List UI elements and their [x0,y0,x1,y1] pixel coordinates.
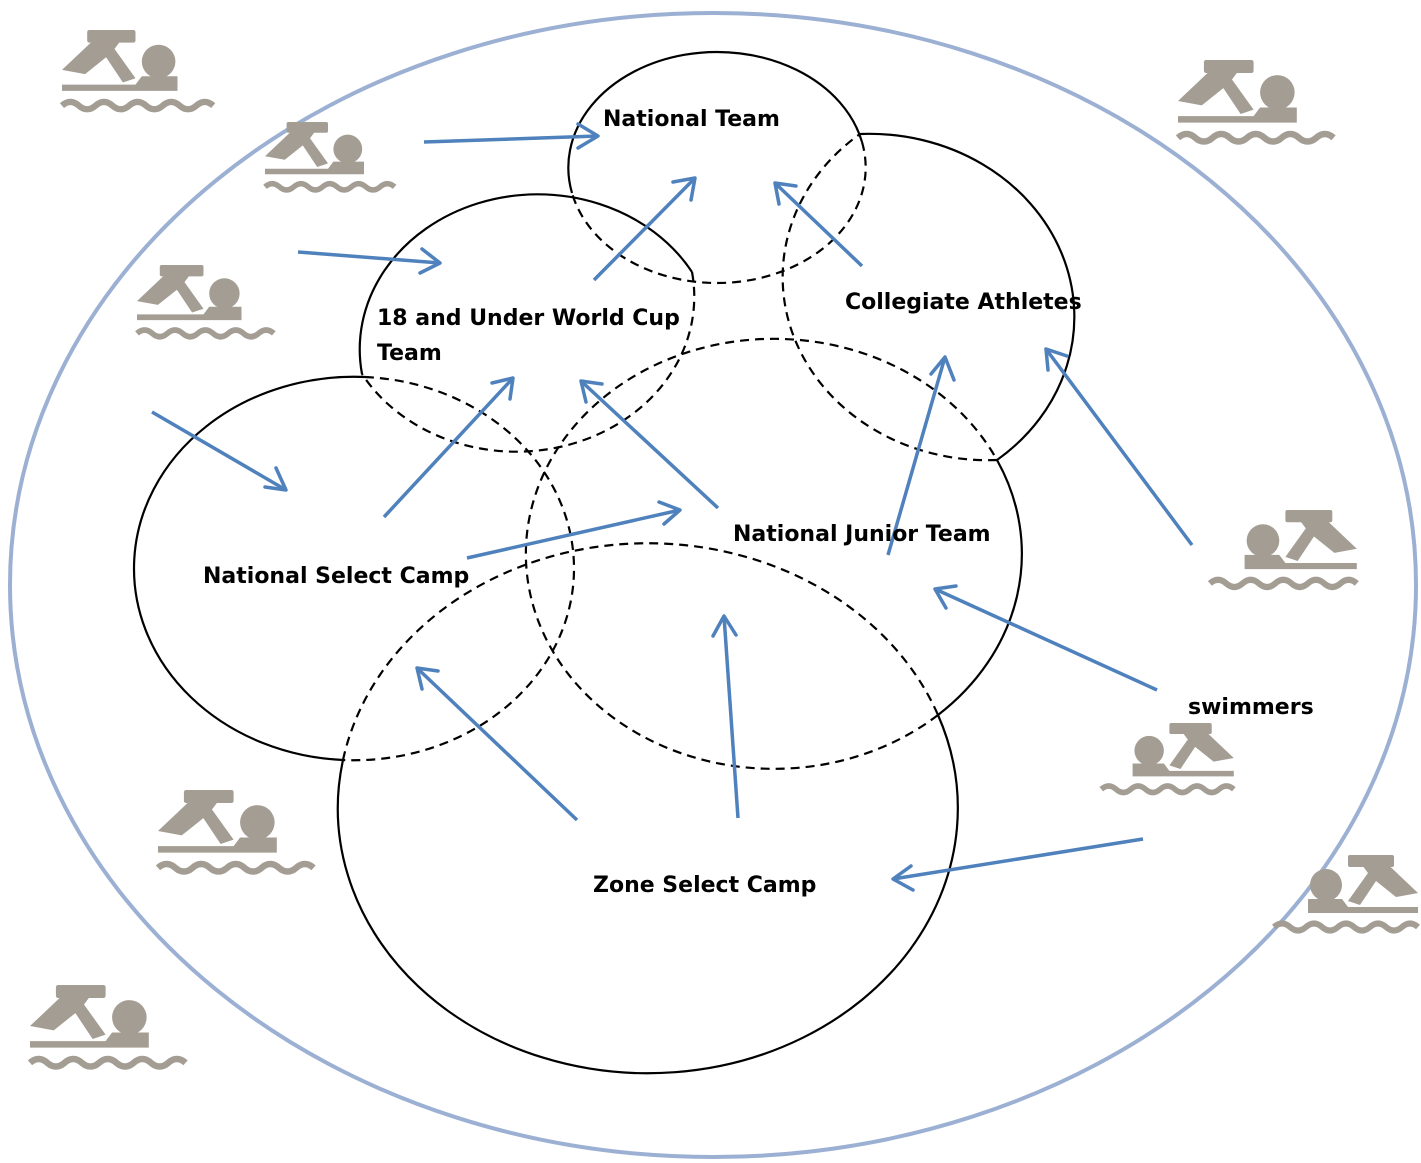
arrow [592,176,697,282]
label-collegiate: Collegiate Athletes [845,290,1082,315]
swimmer-icons [30,30,1418,1067]
national-team-circle [567,50,867,285]
label-swimmers: swimmers [1188,695,1314,720]
arrow [579,379,720,510]
swimmer-icon [137,265,274,337]
label-junior-team: National Junior Team [733,522,991,547]
world-cup-circle [358,193,696,453]
arrow [886,355,956,556]
swimmer-icon [30,985,186,1067]
arrow [382,376,515,519]
arrow [151,410,288,492]
junior-team-circle [524,337,1023,770]
swimmer-icon [1210,510,1357,587]
arrow [1044,347,1194,547]
arrow [711,614,740,819]
label-world-cup-line2: Team [377,341,442,366]
arrow [773,181,864,268]
label-national-team: National Team [603,107,780,132]
arrow [466,500,682,560]
arrow [423,122,600,150]
arrow [297,247,442,275]
swimmer-icon [158,790,314,872]
select-camp-circle [132,375,576,762]
arrows [151,122,1194,892]
label-world-cup-line1: 18 and Under World Cup [377,306,680,331]
swimmer-icon [1274,855,1418,931]
swimmer-icon [62,30,213,109]
swimmer-icon [1178,60,1334,142]
swimmer-icon [1101,723,1233,792]
arrow [933,584,1158,692]
zone-camp-circle [336,542,959,1075]
outer-ellipse [8,11,1418,1159]
label-zone-camp: Zone Select Camp [593,873,816,898]
arrow [415,666,579,822]
collegiate-circle [781,132,1076,462]
arrow [891,837,1144,892]
label-select-camp: National Select Camp [203,564,469,589]
